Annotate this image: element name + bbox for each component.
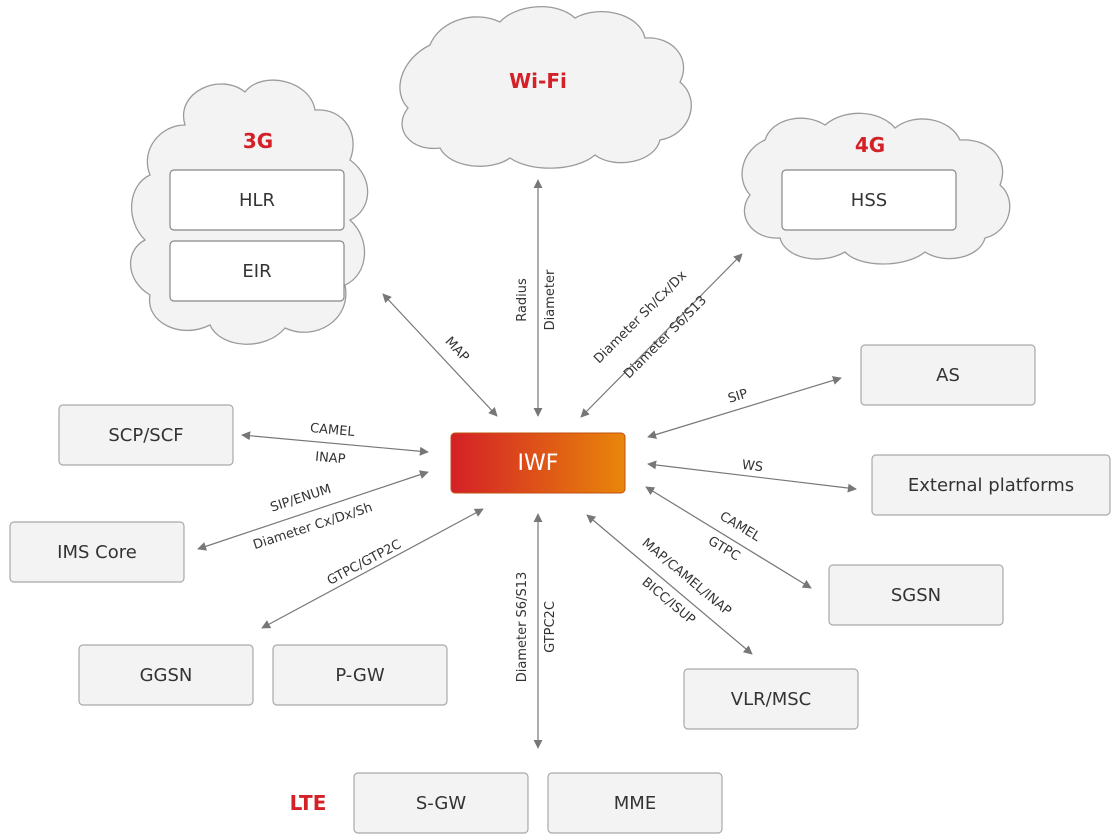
node-sgw[interactable]: S-GW <box>353 772 529 834</box>
label-inap-scp: INAP <box>315 450 347 468</box>
node-external-platforms[interactable]: External platforms <box>871 454 1111 516</box>
node-ggsn[interactable]: GGSN <box>78 644 254 706</box>
network-label-4g: 4G <box>855 133 885 157</box>
label-map: MAP <box>442 334 472 365</box>
node-external-platforms-label: External platforms <box>908 475 1074 496</box>
node-hss[interactable]: HSS <box>781 169 957 231</box>
node-eir[interactable]: EIR <box>169 240 345 302</box>
link-iwf-3g <box>382 293 498 417</box>
node-ims-core-label: IMS Core <box>57 542 137 563</box>
node-ggsn-label: GGSN <box>140 665 193 686</box>
link-iwf-as <box>647 376 842 439</box>
node-sgsn[interactable]: SGSN <box>828 564 1004 626</box>
label-diameter-s6-s13-lte: Diameter S6/S13 <box>515 572 530 683</box>
label-gtpc2c: GTPC2C <box>543 601 558 653</box>
label-gtpc-gtp2c: GTPC/GTP2C <box>325 537 404 589</box>
link-iwf-ggsn-pgw <box>261 508 484 629</box>
node-sgsn-label: SGSN <box>891 585 941 606</box>
node-as[interactable]: AS <box>860 344 1036 406</box>
network-label-lte: LTE <box>290 791 327 815</box>
label-sip-as: SIP <box>726 387 750 407</box>
node-eir-label: EIR <box>242 261 271 282</box>
label-diameter-s6-s13-4g: Diameter S6/S13 <box>621 293 710 382</box>
link-iwf-scp-scf <box>241 431 429 456</box>
node-hss-label: HSS <box>851 190 887 211</box>
label-camel-scp: CAMEL <box>309 421 356 440</box>
network-label-wifi: Wi-Fi <box>509 69 567 93</box>
link-iwf-external <box>647 460 857 493</box>
node-vlr-msc[interactable]: VLR/MSC <box>683 668 859 730</box>
link-iwf-ims-core <box>197 470 429 551</box>
cloud-wifi <box>399 6 692 169</box>
link-iwf-vlr-msc <box>586 514 753 655</box>
label-radius: Radius <box>515 278 530 322</box>
node-iwf[interactable]: IWF <box>450 432 626 494</box>
label-ws: WS <box>741 458 764 475</box>
node-iwf-label: IWF <box>518 451 559 476</box>
node-hlr-label: HLR <box>239 190 275 211</box>
label-diameter-cx-dx-sh: Diameter Cx/Dx/Sh <box>251 500 374 553</box>
node-mme[interactable]: MME <box>547 772 723 834</box>
node-scp-scf-label: SCP/SCF <box>108 425 183 446</box>
label-diameter-wifi: Diameter <box>543 269 558 330</box>
node-pgw[interactable]: P-GW <box>272 644 448 706</box>
node-vlr-msc-label: VLR/MSC <box>731 689 811 710</box>
label-gtpc-sgsn: GTPC <box>705 534 742 565</box>
node-sgw-label: S-GW <box>416 793 467 814</box>
network-label-3g: 3G <box>243 129 273 153</box>
link-iwf-4g <box>580 253 743 418</box>
node-as-label: AS <box>936 365 960 386</box>
node-ims-core[interactable]: IMS Core <box>9 521 185 583</box>
label-sip-enum: SIP/ENUM <box>269 482 334 516</box>
node-scp-scf[interactable]: SCP/SCF <box>58 404 234 466</box>
node-hlr[interactable]: HLR <box>169 169 345 231</box>
node-pgw-label: P-GW <box>335 665 385 686</box>
node-mme-label: MME <box>614 793 656 814</box>
